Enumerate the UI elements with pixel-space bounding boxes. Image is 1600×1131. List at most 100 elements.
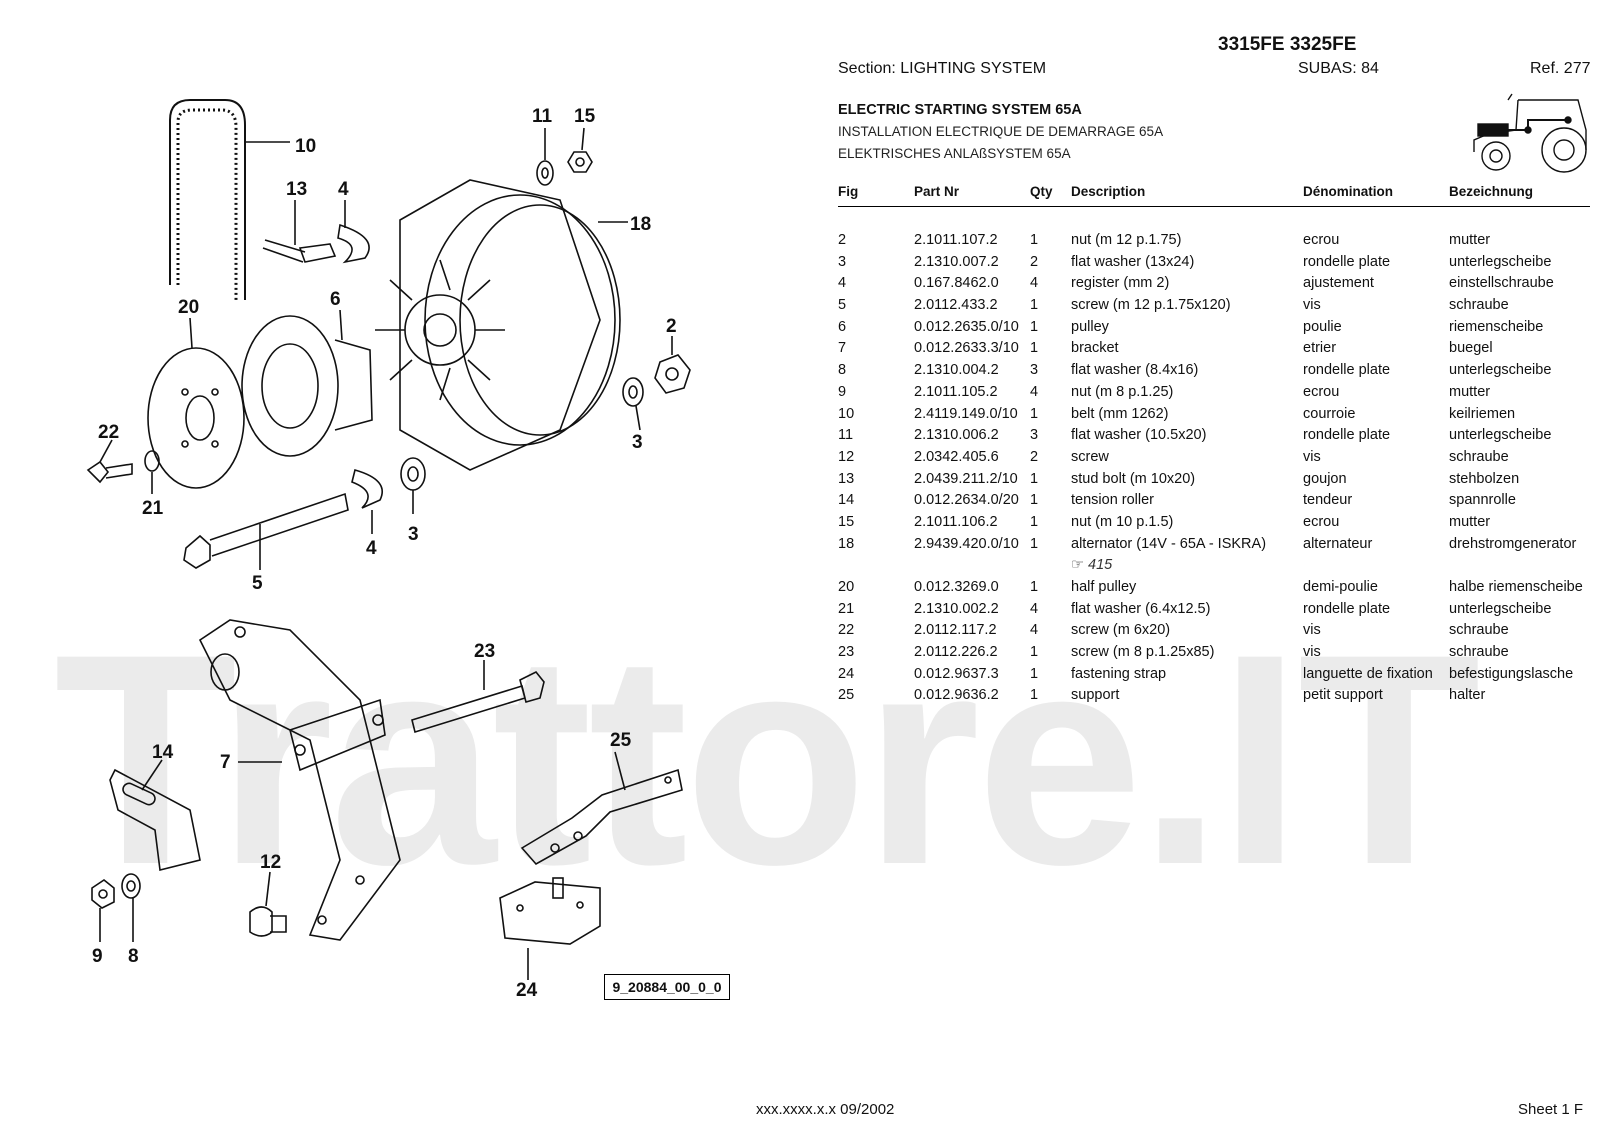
tension-roller-14-drawing xyxy=(109,768,201,871)
cell-bezeichnung: stehbolzen xyxy=(1449,470,1520,487)
cell-description: flat washer (10.5x20) xyxy=(1071,427,1207,444)
svg-text:21: 21 xyxy=(142,498,164,519)
cell-qty: 4 xyxy=(1030,600,1039,617)
cell-qty: 4 xyxy=(1030,275,1039,292)
nut-9-drawing xyxy=(91,879,115,909)
cell-denomination: petit support xyxy=(1303,687,1383,704)
cell-bezeichnung: schraube xyxy=(1449,622,1509,639)
register-4-drawing xyxy=(337,223,370,264)
svg-text:5: 5 xyxy=(252,573,263,594)
cell-bezeichnung: unterlegscheibe xyxy=(1449,427,1552,444)
sheet-number: Sheet 1 F xyxy=(1518,1101,1584,1118)
cell-fig: 3 xyxy=(838,253,847,270)
cell-part-nr: 0.012.2634.0/20 xyxy=(914,492,1019,509)
cell-qty: 3 xyxy=(1030,427,1039,444)
cell-fig: 11 xyxy=(838,427,854,444)
cell-fig: 13 xyxy=(838,470,855,487)
cell-description: stud bolt (m 10x20) xyxy=(1071,470,1196,487)
screw-23-drawing xyxy=(411,670,545,734)
cell-description: support xyxy=(1071,687,1120,704)
cell-part-nr: 0.012.2633.3/10 xyxy=(914,340,1019,357)
cell-bezeichnung: mutter xyxy=(1449,513,1491,530)
parts-table-header: Fig Part Nr Qty Description Dénomination… xyxy=(838,184,1590,207)
svg-text:25: 25 xyxy=(610,730,632,751)
cell-part-nr: 2.1011.105.2 xyxy=(914,383,998,400)
cell-description: alternator (14V - 65A - ISKRA) xyxy=(1071,535,1267,552)
cell-qty: 2 xyxy=(1030,253,1039,270)
cell-qty: 2 xyxy=(1030,448,1039,465)
cell-part-nr: 0.012.3269.0 xyxy=(914,579,999,595)
cell-part-nr: 2.1310.006.2 xyxy=(914,427,999,444)
cell-denomination: courroie xyxy=(1303,405,1356,422)
cell-description: screw xyxy=(1071,448,1109,465)
cell-denomination: rondelle plate xyxy=(1303,600,1391,617)
svg-text:18: 18 xyxy=(630,214,651,235)
cell-qty: 1 xyxy=(1030,470,1039,487)
table-row: 21 2.1310.002.2 4 flat washer (6.4x12.5) ron… xyxy=(838,601,1598,623)
cell-description: nut (m 8 p.1.25) xyxy=(1071,383,1174,400)
title-german: ELEKTRISCHES ANLAßSYSTEM 65A xyxy=(838,146,1071,161)
cell-part-nr: 2.0112.117.2 xyxy=(914,622,997,639)
cell-fig: 21 xyxy=(838,600,855,617)
column-header-part-nr: Part Nr xyxy=(914,184,960,199)
svg-text:22: 22 xyxy=(98,422,119,443)
cell-qty: 1 xyxy=(1030,665,1039,682)
alternator-18-drawing xyxy=(375,179,628,471)
cell-fig: 7 xyxy=(838,340,847,357)
cell-denomination: demi-poulie xyxy=(1303,579,1378,595)
support-25-drawing xyxy=(520,768,683,866)
cell-bezeichnung: schraube xyxy=(1449,644,1509,661)
cell-bezeichnung: buegel xyxy=(1449,340,1493,357)
svg-text:23: 23 xyxy=(474,641,495,662)
drawing-code: 9_20884_00_0_0 xyxy=(604,974,730,1000)
cell-denomination: ajustement xyxy=(1303,275,1374,292)
svg-text:10: 10 xyxy=(295,136,316,157)
cell-fig: 2 xyxy=(838,232,847,248)
cell-denomination: poulie xyxy=(1303,318,1342,335)
svg-text:12: 12 xyxy=(260,852,281,873)
bracket-7-drawing xyxy=(198,619,401,941)
cell-part-nr: 2.1310.002.2 xyxy=(914,600,999,617)
cell-description: flat washer (6.4x12.5) xyxy=(1071,600,1211,617)
cell-bezeichnung: drehstromgenerator xyxy=(1449,535,1577,552)
half-pulley-20-drawing xyxy=(147,347,245,489)
cell-description: screw (m 8 p.1.25x85) xyxy=(1071,644,1215,661)
svg-text:3: 3 xyxy=(632,432,643,453)
washer-3-drawing xyxy=(622,377,644,407)
column-header-denomination: Dénomination xyxy=(1303,184,1393,199)
title-french: INSTALLATION ELECTRIQUE DE DEMARRAGE 65A xyxy=(838,124,1164,139)
cell-part-nr: 2.0112.226.2 xyxy=(914,644,998,661)
cell-qty: 1 xyxy=(1030,579,1039,595)
cell-qty: 1 xyxy=(1030,318,1039,335)
cell-bezeichnung: halter xyxy=(1449,687,1486,704)
cell-description: screw (m 12 p.1.75x120) xyxy=(1071,297,1231,314)
cell-part-nr: 2.1310.004.2 xyxy=(914,362,999,379)
cell-fig: 8 xyxy=(838,362,847,379)
cell-part-nr: 2.0439.211.2/10 xyxy=(914,470,1018,487)
cell-fig: 6 xyxy=(838,318,847,335)
cell-qty: 1 xyxy=(1030,492,1039,509)
washer-21-drawing xyxy=(144,450,160,472)
svg-text:13: 13 xyxy=(286,179,307,200)
svg-text:11: 11 xyxy=(532,106,553,127)
column-header-fig: Fig xyxy=(838,184,859,199)
footer-code: xxx.xxxx.x.x 09/2002 xyxy=(756,1101,895,1118)
cell-part-nr: 2.1011.107.2 xyxy=(914,232,998,248)
cell-description: nut (m 10 p.1.5) xyxy=(1071,513,1174,530)
cell-fig: 15 xyxy=(838,513,855,530)
cell-fig: 12 xyxy=(838,448,855,465)
cell-denomination: rondelle plate xyxy=(1303,362,1391,379)
exploded-parts-diagram: 11 15 10 13 4 18 20 6 2 22 21 3 4 3 5 23… xyxy=(86,99,691,1001)
cell-fig: 22 xyxy=(838,622,855,639)
cell-qty: 4 xyxy=(1030,383,1039,400)
